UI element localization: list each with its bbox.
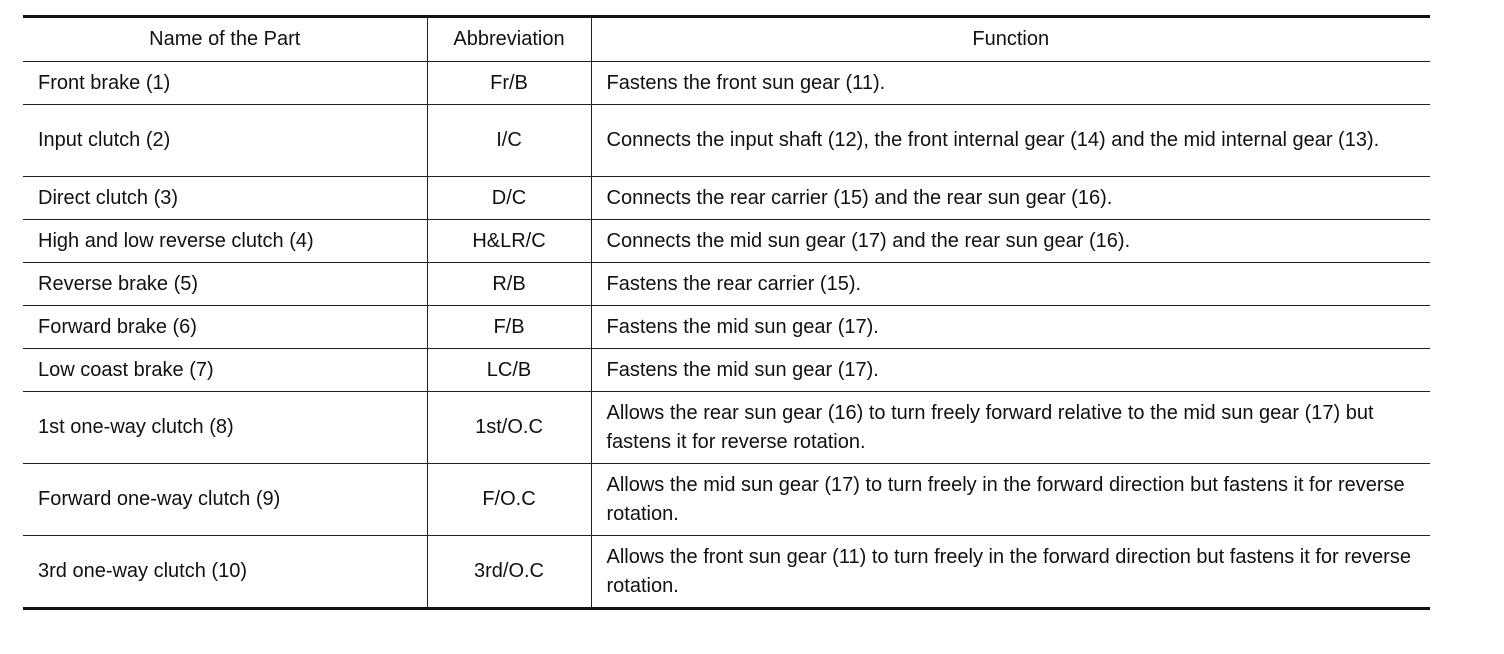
header-abbreviation: Abbreviation	[427, 16, 592, 62]
table-row: Low coast brake (7) LC/B Fastens the mid…	[23, 348, 1430, 392]
function-cell: Fastens the mid sun gear (17).	[591, 348, 1430, 392]
abbreviation-cell: F/O.C	[427, 463, 592, 536]
function-cell: Fastens the mid sun gear (17).	[591, 305, 1430, 349]
abbreviation-cell: R/B	[427, 262, 592, 306]
abbreviation-cell: D/C	[427, 176, 592, 220]
table-row: Forward brake (6) F/B Fastens the mid su…	[23, 305, 1430, 349]
part-name-cell: Front brake (1)	[23, 61, 428, 105]
function-cell: Fastens the rear carrier (15).	[591, 262, 1430, 306]
table-row: 3rd one-way clutch (10) 3rd/O.C Allows t…	[23, 535, 1430, 610]
part-name-cell: Input clutch (2)	[23, 104, 428, 177]
table-header: Name of the Part Abbreviation Function	[23, 16, 1430, 62]
table-body: Front brake (1) Fr/B Fastens the front s…	[23, 61, 1430, 610]
table-row: Input clutch (2) I/C Connects the input …	[23, 104, 1430, 177]
header-name-of-part: Name of the Part	[23, 16, 428, 62]
function-cell: Allows the front sun gear (11) to turn f…	[591, 535, 1430, 610]
table-row: Direct clutch (3) D/C Connects the rear …	[23, 176, 1430, 220]
abbreviation-cell: H&LR/C	[427, 219, 592, 263]
part-name-cell: Low coast brake (7)	[23, 348, 428, 392]
function-cell: Connects the rear carrier (15) and the r…	[591, 176, 1430, 220]
function-cell: Allows the mid sun gear (17) to turn fre…	[591, 463, 1430, 536]
abbreviation-cell: 1st/O.C	[427, 391, 592, 464]
abbreviation-cell: F/B	[427, 305, 592, 349]
part-name-cell: Reverse brake (5)	[23, 262, 428, 306]
abbreviation-cell: Fr/B	[427, 61, 592, 105]
header-row: Name of the Part Abbreviation Function	[23, 16, 1430, 62]
table-row: High and low reverse clutch (4) H&LR/C C…	[23, 219, 1430, 263]
abbreviation-cell: 3rd/O.C	[427, 535, 592, 610]
part-name-cell: High and low reverse clutch (4)	[23, 219, 428, 263]
table-row: Reverse brake (5) R/B Fastens the rear c…	[23, 262, 1430, 306]
part-name-cell: Forward one-way clutch (9)	[23, 463, 428, 536]
parts-function-table: Name of the Part Abbreviation Function F…	[23, 15, 1430, 610]
function-cell: Connects the input shaft (12), the front…	[591, 104, 1430, 177]
header-function: Function	[591, 16, 1430, 62]
part-name-cell: 3rd one-way clutch (10)	[23, 535, 428, 610]
function-cell: Connects the mid sun gear (17) and the r…	[591, 219, 1430, 263]
function-cell: Allows the rear sun gear (16) to turn fr…	[591, 391, 1430, 464]
part-name-cell: Direct clutch (3)	[23, 176, 428, 220]
part-name-cell: Forward brake (6)	[23, 305, 428, 349]
part-name-cell: 1st one-way clutch (8)	[23, 391, 428, 464]
table-row: Forward one-way clutch (9) F/O.C Allows …	[23, 463, 1430, 536]
abbreviation-cell: LC/B	[427, 348, 592, 392]
abbreviation-cell: I/C	[427, 104, 592, 177]
table-row: 1st one-way clutch (8) 1st/O.C Allows th…	[23, 391, 1430, 464]
function-cell: Fastens the front sun gear (11).	[591, 61, 1430, 105]
table-row: Front brake (1) Fr/B Fastens the front s…	[23, 61, 1430, 105]
parts-table-container: Name of the Part Abbreviation Function F…	[23, 15, 1430, 610]
